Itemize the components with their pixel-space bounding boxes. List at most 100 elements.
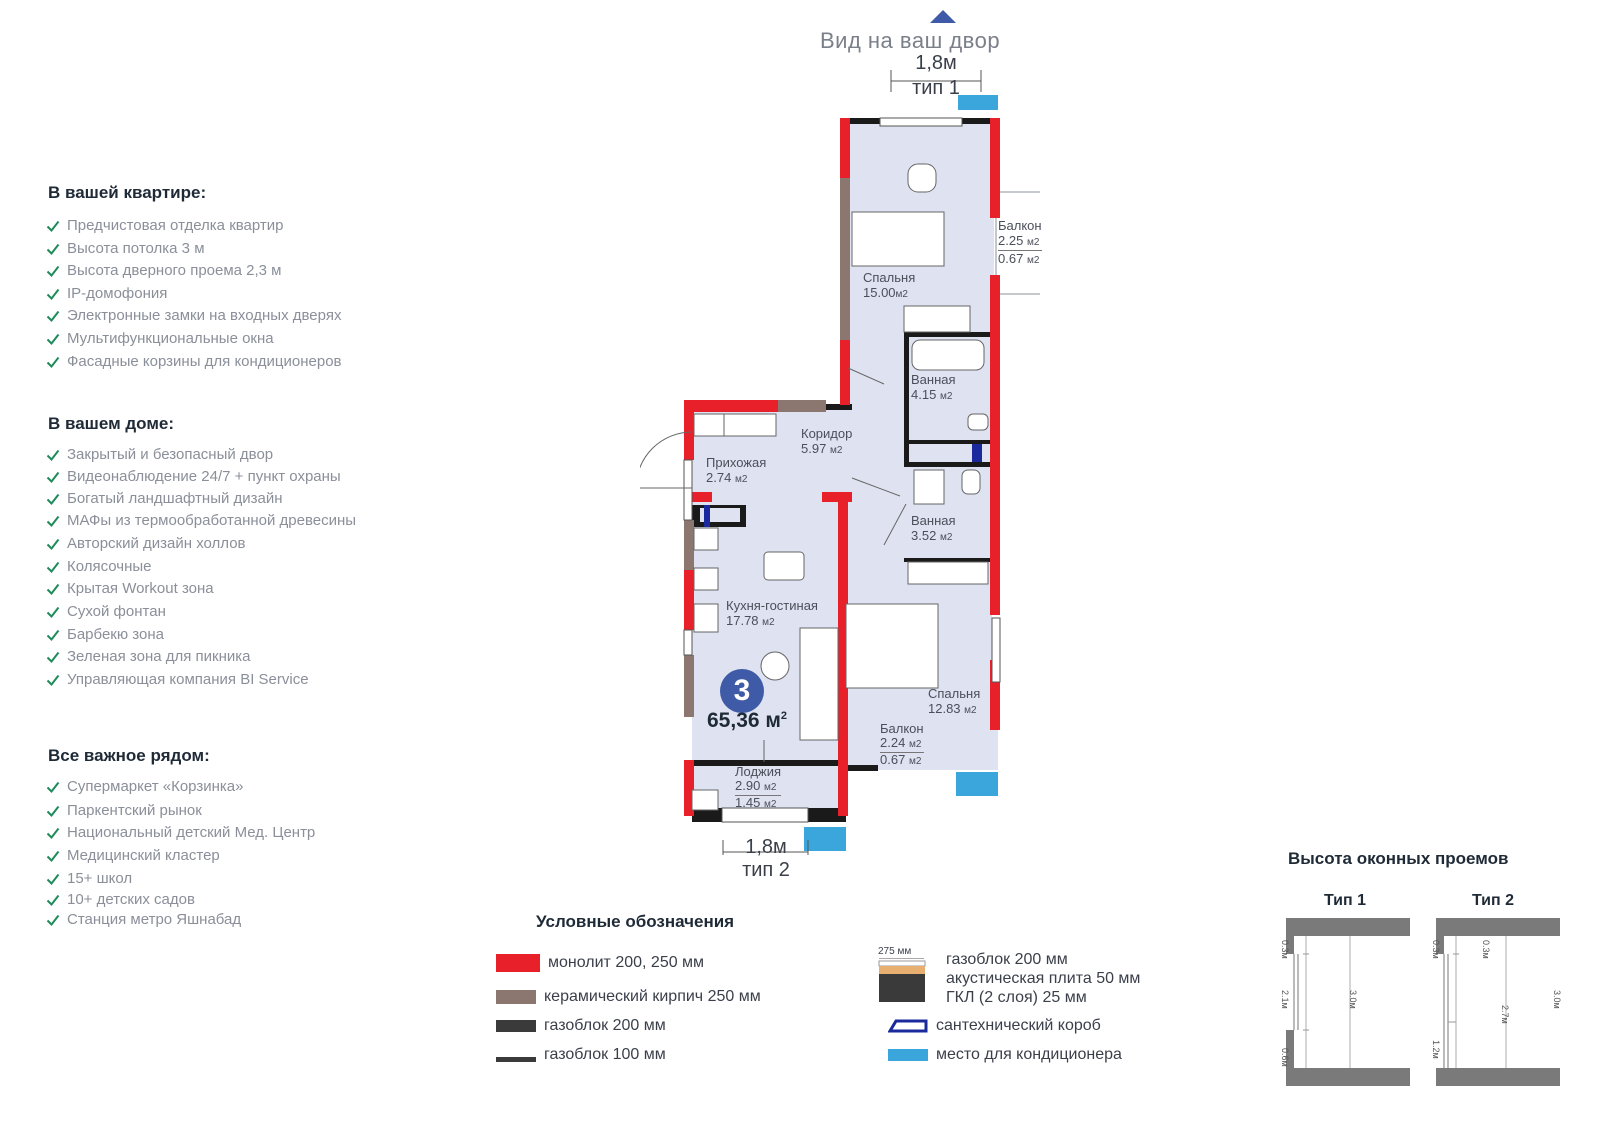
check-icon (46, 355, 60, 369)
ac-places (804, 95, 998, 851)
room-area-adjusted: 0.67 (998, 251, 1024, 266)
check-icon (46, 804, 60, 818)
feature-item: 15+ школ (46, 870, 132, 887)
legend-gasblock-100: газоблок 100 мм (496, 1046, 666, 1064)
room-unit: м2 (939, 532, 953, 543)
check-icon (46, 849, 60, 863)
feature-item: Высота потолка 3 м (46, 240, 205, 257)
total-area-value: 65,36 м (707, 709, 781, 732)
feature-label: Высота потолка 3 м (67, 240, 205, 257)
bottom-window-size: 1,8м (745, 836, 787, 858)
legend-swatch-brick (496, 990, 536, 1004)
composite-line3: ГКЛ (2 слоя) 25 мм (946, 989, 1087, 1006)
feature-label: Богатый ландшафтный дизайн (67, 490, 283, 507)
check-icon (46, 219, 60, 233)
legend-swatch-monolith (496, 954, 540, 972)
room-unit: м2 (908, 756, 922, 767)
legend-swatch-gasblock-100 (496, 1056, 536, 1062)
room-name: Балкон (998, 218, 1042, 233)
type2-top-dim: 0.3м (1431, 940, 1441, 959)
room-balcony1: Балкон 2.25 м2 0.67 м2 (998, 218, 1042, 268)
legend-label: монолит 200, 250 мм (548, 954, 705, 971)
type2-low-dim: 1.2м (1431, 1040, 1441, 1059)
legend-label: сантехнический короб (936, 1017, 1101, 1034)
check-icon (46, 470, 60, 484)
room-area: 2.90 (735, 778, 761, 793)
room-area: 2.24 (880, 735, 906, 750)
room-name: Ванная (911, 372, 956, 387)
feature-label: Барбекю зона (67, 626, 164, 643)
feature-item: Управляющая компания BI Service (46, 671, 309, 688)
room-unit: м2 (734, 474, 748, 485)
section-title: В вашей квартире: (48, 183, 207, 202)
feature-label: Видеонаблюдение 24/7 + пункт охраны (67, 468, 341, 485)
type1-top-dim: 0.3м (1280, 940, 1290, 959)
feature-label: Авторский дизайн холлов (67, 535, 246, 552)
room-unit: м2 (1026, 255, 1040, 266)
legend-label: место для кондиционера (936, 1046, 1122, 1063)
legend-gasblock-200: газоблок 200 мм (496, 1017, 666, 1035)
feature-label: Высота дверного проема 2,3 м (67, 262, 282, 279)
room-unit: м2 (964, 705, 977, 716)
feature-label: 10+ детских садов (67, 891, 195, 908)
room-hall: Прихожая 2.74 м2 (706, 455, 766, 487)
composite-wall-text: газоблок 200 мм акустическая плита 50 мм… (946, 950, 1140, 1007)
room-area: 15.00 (863, 285, 896, 300)
feature-item: Электронные замки на входных дверях (46, 307, 341, 324)
feature-item: Паркентский рынок (46, 802, 202, 819)
room-balcony2: Балкон 2.24 м2 0.67 м2 (880, 722, 924, 769)
feature-item: Крытая Workout зона (46, 580, 214, 597)
type2-top-dim-right: 0.3м (1481, 940, 1491, 959)
legend-title: Условные обозначения (536, 912, 735, 931)
room-bath2: Ванная 3.52 м2 (911, 513, 956, 545)
room-bedroom2: Спальня 12.83 м2 (928, 686, 980, 718)
check-icon (46, 893, 60, 907)
room-name: Балкон (880, 721, 924, 736)
balcony1-slab (995, 191, 1040, 295)
feature-item: Высота дверного проема 2,3 м (46, 262, 282, 279)
room-name: Лоджия (735, 764, 782, 779)
room-unit: м2 (1026, 237, 1040, 248)
feature-item: Предчистовая отделка квартир (46, 217, 284, 234)
legend-swatch-plumbing (888, 1019, 928, 1033)
windows (683, 117, 1001, 823)
monolith-walls (684, 118, 1000, 816)
window-type1-section (1286, 918, 1410, 1086)
feature-item: Мультифункциональные окна (46, 330, 274, 347)
top-window-dimension-line (890, 70, 982, 92)
room-unit: м2 (762, 617, 775, 628)
room-unit: м2 (895, 289, 908, 300)
feature-label: Зеленая зона для пикника (67, 648, 251, 665)
section-title: В вашем доме: (48, 414, 175, 433)
feature-label: Паркентский рынок (67, 802, 202, 819)
room-loggia: Лоджия 2.90 м2 1.45 м2 (735, 764, 782, 812)
feature-item: Медицинский кластер (46, 847, 220, 864)
type2-mid-dim: 2.7м (1500, 1005, 1510, 1024)
room-unit: м2 (763, 799, 777, 810)
section-title: Все важное рядом: (48, 746, 210, 765)
room-area: 4.15 (911, 387, 937, 402)
legend-label: керамический кирпич 250 мм (544, 988, 761, 1005)
plumbing-boxes (704, 444, 982, 527)
check-icon (46, 628, 60, 642)
room-name: Коридор (801, 426, 853, 441)
window-heights-title: Высота оконных проемов (1288, 849, 1509, 868)
doors (640, 367, 907, 762)
composite-line1: газоблок 200 мм (946, 951, 1068, 968)
feature-label: Колясочные (67, 558, 152, 575)
check-icon (46, 826, 60, 840)
room-kitchen: Кухня-гостиная 17.78 м2 (726, 598, 818, 630)
check-icon (46, 582, 60, 596)
feature-label: Супермаркет «Корзинка» (67, 778, 244, 795)
feature-item: Фасадные корзины для кондиционеров (46, 353, 342, 370)
feature-label: Национальный детский Мед. Центр (67, 824, 316, 841)
room-unit: м2 (763, 782, 777, 793)
feature-item: Закрытый и безопасный двор (46, 446, 273, 463)
feature-item: Колясочные (46, 558, 152, 575)
legend-swatch-ac (888, 1049, 928, 1061)
feature-label: IP-домофония (67, 285, 168, 302)
room-bath1: Ванная 4.15 м2 (911, 372, 956, 404)
room-name: Прихожая (706, 455, 767, 470)
feature-label: МАФы из термообработанной древесины (67, 512, 357, 529)
room-area-adjusted: 1.45 (735, 795, 761, 810)
